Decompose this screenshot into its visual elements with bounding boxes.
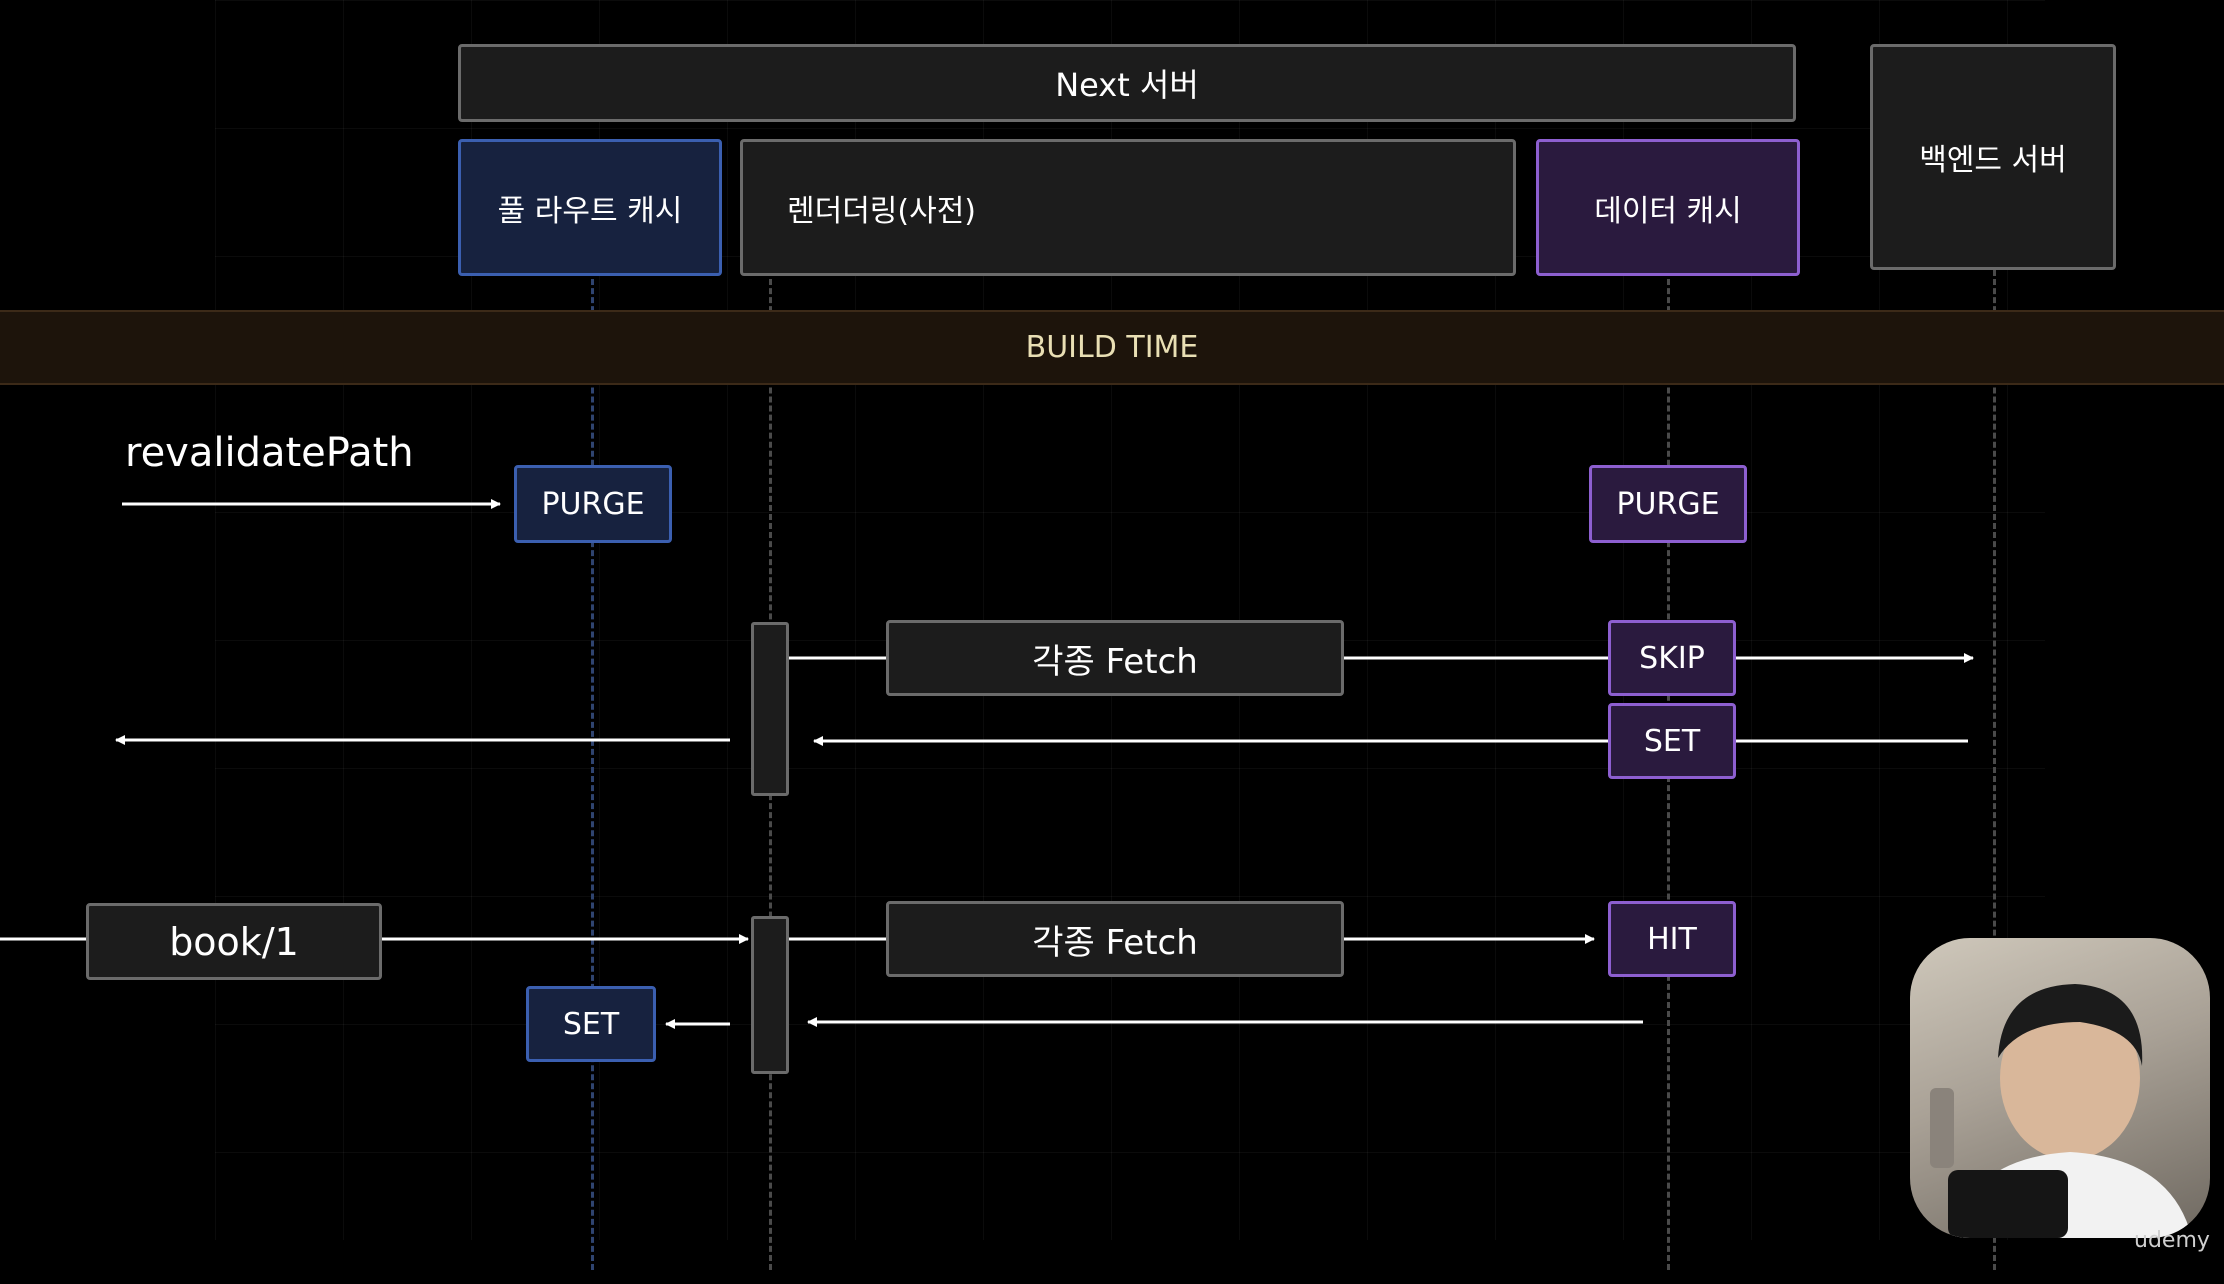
revalidate-path-label: revalidatePath	[125, 430, 414, 476]
rendering-box: 렌더더링(사전)	[740, 139, 1516, 276]
build-time-band: BUILD TIME	[0, 310, 2224, 385]
set-full-route-label: SET	[562, 1006, 620, 1042]
purge-data-box: PURGE	[1589, 465, 1747, 543]
book-label: book/1	[169, 919, 299, 964]
lifeline-full-route-cache	[591, 270, 594, 1270]
next-server-label: Next 서버	[1055, 66, 1199, 104]
build-time-label: BUILD TIME	[1025, 330, 1199, 365]
set-data-label: SET	[1643, 723, 1701, 759]
full-route-cache-box: 풀 라우트 캐시	[458, 139, 722, 276]
full-route-cache-label: 풀 라우트 캐시	[497, 193, 683, 229]
backend-server-label: 백엔드 서버	[1919, 143, 2067, 178]
skip-label: SKIP	[1639, 640, 1705, 676]
set-full-route-box: SET	[526, 986, 656, 1062]
skip-box: SKIP	[1608, 620, 1736, 696]
fetch-box-2: 각종 Fetch	[886, 901, 1344, 977]
set-data-box: SET	[1608, 703, 1736, 779]
fetch-label-2: 각종 Fetch	[1032, 922, 1198, 963]
book-box: book/1	[86, 903, 382, 980]
presenter-webcam	[1910, 938, 2210, 1238]
udemy-watermark: udemy	[2134, 1228, 2210, 1253]
data-cache-label: 데이터 캐시	[1594, 193, 1742, 229]
data-cache-box: 데이터 캐시	[1536, 139, 1800, 276]
purge-full-route-label: PURGE	[541, 486, 645, 522]
fetch-label-1: 각종 Fetch	[1032, 641, 1198, 682]
rendering-label: 렌더더링(사전)	[787, 193, 977, 229]
purge-data-label: PURGE	[1616, 486, 1720, 522]
hit-label: HIT	[1647, 921, 1697, 957]
activation-bar-2	[751, 916, 789, 1074]
purge-full-route-box: PURGE	[514, 465, 672, 543]
backend-server-box: 백엔드 서버	[1870, 44, 2116, 270]
presenter-silhouette	[1930, 984, 2192, 1238]
hit-box: HIT	[1608, 901, 1736, 977]
activation-bar-1	[751, 622, 789, 796]
fetch-box-1: 각종 Fetch	[886, 620, 1344, 696]
lifeline-backend-server	[1993, 270, 1996, 1270]
next-server-box: Next 서버	[458, 44, 1796, 122]
